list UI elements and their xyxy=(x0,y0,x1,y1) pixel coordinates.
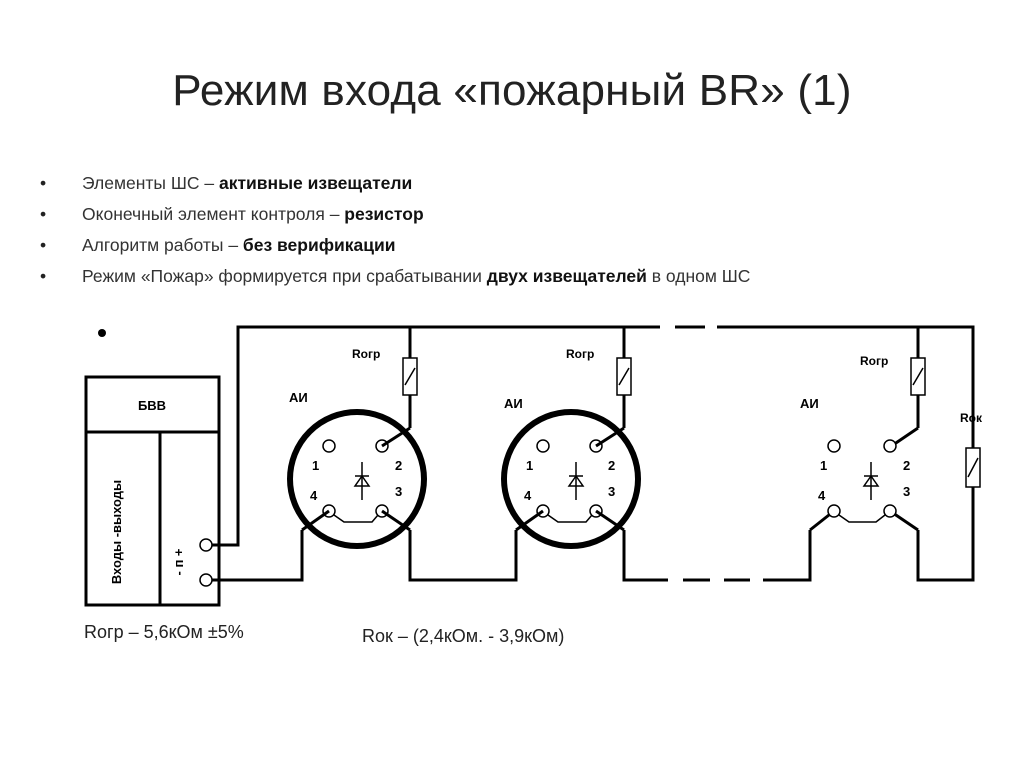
end-resistor-label: Rок xyxy=(960,411,983,425)
empty-bullet-dot xyxy=(98,329,106,337)
detector-2-resistor-label: Rогр xyxy=(566,347,594,361)
panel-top-label: БВВ xyxy=(138,398,166,413)
bullet-list: Элементы ШС – активные извещатели Оконеч… xyxy=(40,168,750,292)
detector-2 xyxy=(501,409,641,549)
detector-1-pin-2: 2 xyxy=(395,458,402,473)
detector-3-pin-2: 2 xyxy=(903,458,910,473)
resistor-3 xyxy=(910,357,926,396)
resistor-2 xyxy=(616,357,632,396)
bullet-bold: двух извещателей xyxy=(486,266,647,286)
detector-1-resistor-label: Rогр xyxy=(352,347,380,361)
rok-value-note: Rок – (2,4кОм. - 3,9кОм) xyxy=(362,626,565,646)
slide-title: Режим входа «пожарный BR» (1) xyxy=(172,66,852,115)
rogr-value-note: Rогр – 5,6кОм ±5% xyxy=(84,622,244,642)
detector-2-pin-2: 2 xyxy=(608,458,615,473)
detector-3 xyxy=(827,439,897,523)
bullet-item: Оконечный элемент контроля – резистор xyxy=(40,199,750,230)
terminal-plus xyxy=(199,538,213,552)
detector-3-label: АИ xyxy=(800,396,819,411)
bullet-bold: активные извещатели xyxy=(218,173,413,193)
control-panel xyxy=(84,375,221,607)
bullet-text: Алгоритм работы – xyxy=(82,235,243,255)
bullet-text: Оконечный элемент контроля – xyxy=(82,204,345,224)
detector-1 xyxy=(287,409,427,549)
detector-3-pin-1: 1 xyxy=(820,458,827,473)
detector-1-pin-4: 4 xyxy=(310,488,318,503)
detector-3-resistor-label: Rогр xyxy=(860,354,888,368)
detector-2-label: АИ xyxy=(504,396,523,411)
detector-2-pin-4: 4 xyxy=(524,488,532,503)
detector-1-label: АИ xyxy=(289,390,308,405)
bullet-bold: резистор xyxy=(344,204,424,224)
detector-3-pin-4: 4 xyxy=(818,488,826,503)
detector-3-pin-3: 3 xyxy=(903,484,910,499)
bullet-tail: в одном ШС xyxy=(646,266,751,286)
resistor-1 xyxy=(402,357,418,396)
detector-2-pin-3: 3 xyxy=(608,484,615,499)
bullet-text: Элементы ШС – xyxy=(82,173,219,193)
end-resistor xyxy=(965,440,981,488)
bullet-text: Режим «Пожар» формируется при срабатыван… xyxy=(82,266,487,286)
terminal-labels: - п + xyxy=(171,548,186,575)
detector-2-pin-1: 1 xyxy=(526,458,533,473)
detector-1-pin-3: 3 xyxy=(395,484,402,499)
detector-1-pin-1: 1 xyxy=(312,458,319,473)
terminal-minus xyxy=(199,573,213,587)
bullet-bold: без верификации xyxy=(242,235,396,255)
bullet-item: Режим «Пожар» формируется при срабатыван… xyxy=(40,261,750,292)
bullet-item: Элементы ШС – активные извещатели xyxy=(40,168,750,199)
bullet-item: Алгоритм работы – без верификации xyxy=(40,230,750,261)
loop-wires xyxy=(212,325,975,582)
panel-side-label: Входы -выходы xyxy=(109,480,124,584)
